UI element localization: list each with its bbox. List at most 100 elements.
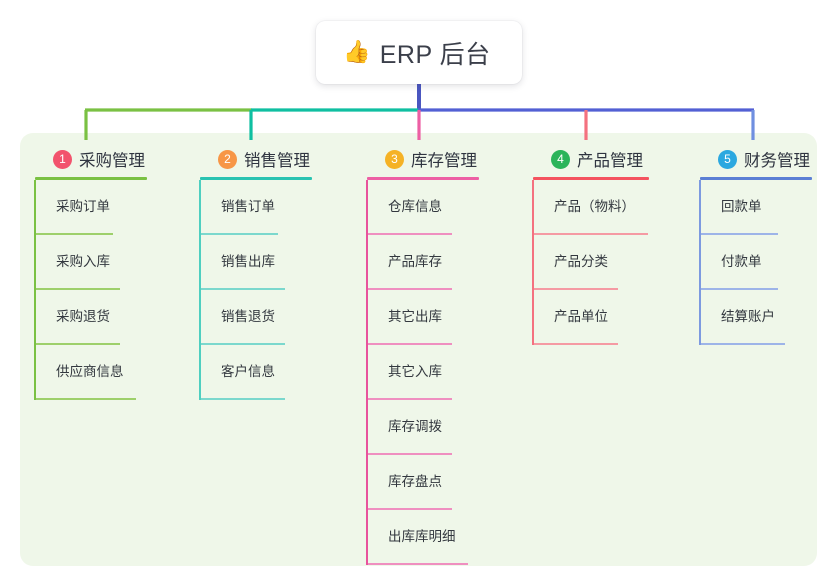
item-stem bbox=[366, 345, 368, 400]
list-item[interactable]: 付款单 bbox=[699, 235, 839, 290]
list-item[interactable]: 出库库明细 bbox=[366, 510, 516, 565]
item-label: 结算账户 bbox=[721, 309, 775, 324]
item-stem bbox=[699, 235, 701, 290]
item-label: 销售订单 bbox=[221, 199, 275, 214]
item-label: 产品（物料） bbox=[554, 199, 635, 214]
item-stem bbox=[532, 290, 534, 345]
item-rule bbox=[701, 343, 785, 345]
column-header[interactable]: 3 库存管理 bbox=[366, 146, 516, 172]
column-title: 库存管理 bbox=[411, 152, 477, 170]
item-rule bbox=[534, 233, 648, 235]
item-label: 采购入库 bbox=[56, 254, 110, 269]
column-header-rule bbox=[533, 177, 649, 180]
item-rule bbox=[368, 288, 452, 290]
list-item[interactable]: 其它出库 bbox=[366, 290, 516, 345]
item-rule bbox=[368, 233, 452, 235]
column-header-rule bbox=[700, 177, 812, 180]
column-header[interactable]: 2 销售管理 bbox=[199, 146, 349, 172]
item-label: 仓库信息 bbox=[388, 199, 442, 214]
column-finance: 5 财务管理 回款单 付款单 结算账户 bbox=[699, 146, 839, 345]
item-label: 客户信息 bbox=[221, 364, 275, 379]
column-header-rule bbox=[35, 177, 147, 180]
column-product: 4 产品管理 产品（物料） 产品分类 产品单位 bbox=[532, 146, 692, 345]
column-title: 产品管理 bbox=[577, 152, 643, 170]
list-item[interactable]: 产品分类 bbox=[532, 235, 692, 290]
list-item[interactable]: 销售出库 bbox=[199, 235, 349, 290]
list-item[interactable]: 库存调拨 bbox=[366, 400, 516, 455]
column-badge-3: 3 bbox=[385, 149, 404, 169]
column-header-rule bbox=[200, 177, 312, 180]
item-rule bbox=[36, 343, 120, 345]
item-stem bbox=[699, 290, 701, 345]
item-stem bbox=[532, 180, 534, 235]
list-item[interactable]: 采购入库 bbox=[34, 235, 184, 290]
item-rule bbox=[201, 288, 285, 290]
column-title: 财务管理 bbox=[744, 152, 810, 170]
column-purchasing: 1 采购管理 采购订单 采购入库 采购退货 供应商信息 bbox=[34, 146, 184, 400]
page-title: ERP 后台 bbox=[379, 40, 491, 69]
column-header[interactable]: 4 产品管理 bbox=[532, 146, 692, 172]
item-label: 销售出库 bbox=[221, 254, 275, 269]
item-stem bbox=[366, 510, 368, 565]
item-label: 其它出库 bbox=[388, 309, 442, 324]
column-badge-5: 5 bbox=[718, 149, 737, 169]
thumbs-up-icon: 👍 bbox=[343, 39, 371, 65]
list-item[interactable]: 销售退货 bbox=[199, 290, 349, 345]
list-item[interactable]: 客户信息 bbox=[199, 345, 349, 400]
item-stem bbox=[34, 235, 36, 290]
column-items: 采购订单 采购入库 采购退货 供应商信息 bbox=[34, 180, 184, 400]
item-rule bbox=[368, 343, 452, 345]
item-rule bbox=[36, 233, 113, 235]
item-label: 库存调拨 bbox=[388, 419, 442, 434]
item-rule bbox=[201, 233, 278, 235]
root-node-content: 👍 ERP 后台 bbox=[343, 35, 490, 71]
list-item[interactable]: 库存盘点 bbox=[366, 455, 516, 510]
item-label: 回款单 bbox=[721, 199, 762, 214]
content-panel bbox=[20, 133, 817, 566]
column-sales: 2 销售管理 销售订单 销售出库 销售退货 客户信息 bbox=[199, 146, 349, 400]
column-title: 销售管理 bbox=[244, 152, 310, 170]
item-rule bbox=[368, 508, 452, 510]
item-rule bbox=[36, 398, 136, 400]
column-items: 销售订单 销售出库 销售退货 客户信息 bbox=[199, 180, 349, 400]
column-header[interactable]: 5 财务管理 bbox=[699, 146, 839, 172]
column-header[interactable]: 1 采购管理 bbox=[34, 146, 184, 172]
item-stem bbox=[199, 290, 201, 345]
item-label: 库存盘点 bbox=[388, 474, 442, 489]
item-label: 产品库存 bbox=[388, 254, 442, 269]
list-item[interactable]: 采购订单 bbox=[34, 180, 184, 235]
item-rule bbox=[368, 398, 452, 400]
item-rule bbox=[534, 343, 618, 345]
item-label: 付款单 bbox=[721, 254, 762, 269]
list-item[interactable]: 产品库存 bbox=[366, 235, 516, 290]
list-item[interactable]: 其它入库 bbox=[366, 345, 516, 400]
list-item[interactable]: 供应商信息 bbox=[34, 345, 184, 400]
item-label: 产品单位 bbox=[554, 309, 608, 324]
column-badge-2: 2 bbox=[218, 149, 237, 169]
list-item[interactable]: 产品单位 bbox=[532, 290, 692, 345]
item-rule bbox=[368, 453, 452, 455]
list-item[interactable]: 结算账户 bbox=[699, 290, 839, 345]
root-node-card[interactable]: 👍 ERP 后台 bbox=[316, 21, 522, 84]
list-item[interactable]: 采购退货 bbox=[34, 290, 184, 345]
column-items: 仓库信息 产品库存 其它出库 其它入库 库存调拨 bbox=[366, 180, 516, 565]
item-rule bbox=[201, 398, 285, 400]
item-label: 采购退货 bbox=[56, 309, 110, 324]
item-stem bbox=[199, 180, 201, 235]
column-badge-1: 1 bbox=[53, 149, 72, 169]
item-stem bbox=[34, 345, 36, 400]
item-stem bbox=[34, 180, 36, 235]
item-label: 采购订单 bbox=[56, 199, 110, 214]
item-stem bbox=[532, 235, 534, 290]
item-rule bbox=[701, 233, 778, 235]
item-stem bbox=[699, 180, 701, 235]
item-stem bbox=[366, 290, 368, 345]
list-item[interactable]: 销售订单 bbox=[199, 180, 349, 235]
list-item[interactable]: 回款单 bbox=[699, 180, 839, 235]
item-stem bbox=[366, 180, 368, 235]
item-rule bbox=[701, 288, 778, 290]
list-item[interactable]: 产品（物料） bbox=[532, 180, 692, 235]
item-stem bbox=[199, 345, 201, 400]
item-rule bbox=[201, 343, 285, 345]
list-item[interactable]: 仓库信息 bbox=[366, 180, 516, 235]
